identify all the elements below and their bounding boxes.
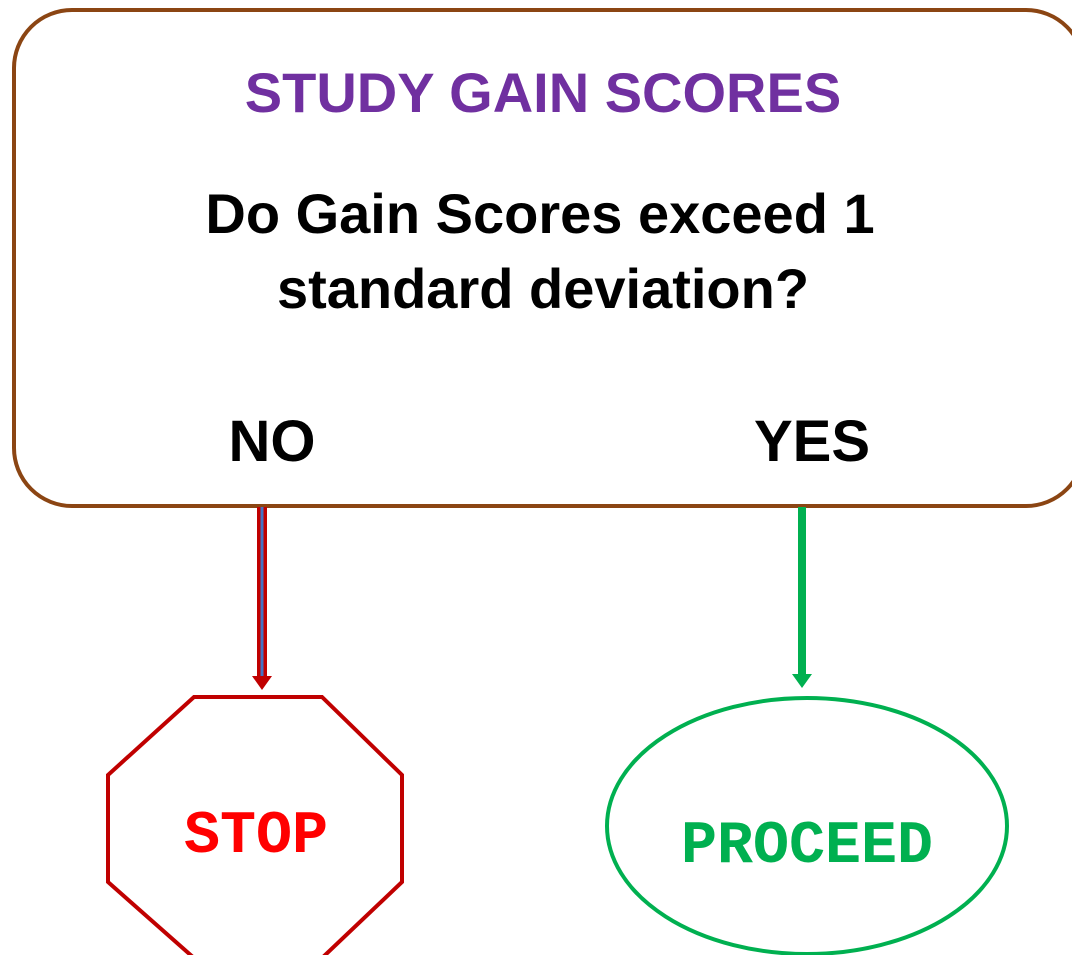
decision-question-line-2: standard deviation? — [277, 257, 809, 320]
yes-arrow — [792, 507, 812, 688]
yes-branch-label: YES — [754, 409, 870, 474]
decision-question-line-1: Do Gain Scores exceed 1 — [205, 182, 874, 245]
stop-outcome: STOP — [106, 695, 404, 955]
decision-title: STUDY GAIN SCORES — [245, 61, 841, 124]
stop-label: STOP — [184, 803, 328, 871]
proceed-ellipse-icon — [605, 696, 1009, 955]
stop-octagon-icon — [106, 695, 404, 955]
decision-box-border — [12, 8, 1072, 508]
proceed-outcome: PROCEED — [605, 696, 1009, 955]
decision-box: STUDY GAIN SCORES Do Gain Scores exceed … — [12, 8, 1072, 508]
no-arrow — [252, 507, 272, 690]
no-branch-label: NO — [229, 409, 316, 474]
proceed-label: PROCEED — [681, 813, 933, 881]
